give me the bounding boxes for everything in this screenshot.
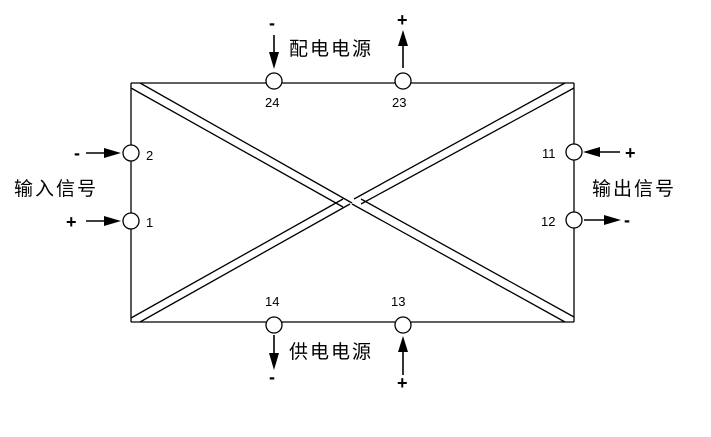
terminal-label-11: 11 [542, 146, 556, 161]
terminal-label-12: 12 [541, 214, 555, 229]
terminal-label-23: 23 [392, 95, 406, 110]
terminal-14 [265, 316, 283, 334]
arrow-up-icon [398, 30, 408, 68]
box-outline [130, 82, 575, 323]
terminal-1 [122, 212, 140, 230]
arrow-down-icon [269, 35, 279, 69]
terminal-label-13: 13 [391, 294, 405, 309]
sign-left-plus: + [66, 212, 77, 232]
arrow-right-icon [86, 148, 121, 158]
arrow-up-icon [398, 336, 408, 375]
terminal-11 [565, 143, 583, 161]
terminal-label-14: 14 [265, 294, 279, 309]
arrow-right-icon [584, 215, 621, 225]
label-distribution-power: 配电电源 [289, 38, 373, 60]
terminal-24 [265, 72, 283, 90]
terminal-label-1: 1 [146, 215, 153, 230]
sign-right-plus: + [625, 143, 636, 163]
sign-left-minus: - [74, 143, 80, 163]
sign-top-minus: - [269, 13, 275, 33]
sign-right-minus: - [624, 210, 630, 230]
terminal-13 [394, 316, 412, 334]
terminal-2 [122, 144, 140, 162]
sign-top-plus: + [397, 10, 408, 30]
label-output-signal: 输出信号 [592, 178, 676, 200]
arrow-left-icon [583, 147, 620, 157]
arrow-right-icon [86, 216, 121, 226]
terminal-label-24: 24 [265, 95, 279, 110]
label-supply-power: 供电电源 [289, 341, 373, 363]
sign-bottom-plus: + [397, 373, 408, 393]
isolation-cross [130, 82, 575, 323]
label-input-signal: 输入信号 [14, 178, 98, 200]
terminal-label-2: 2 [146, 148, 153, 163]
terminal-23 [394, 72, 412, 90]
arrow-down-icon [269, 335, 279, 370]
terminal-12 [565, 211, 583, 229]
sign-bottom-minus: - [269, 367, 275, 387]
